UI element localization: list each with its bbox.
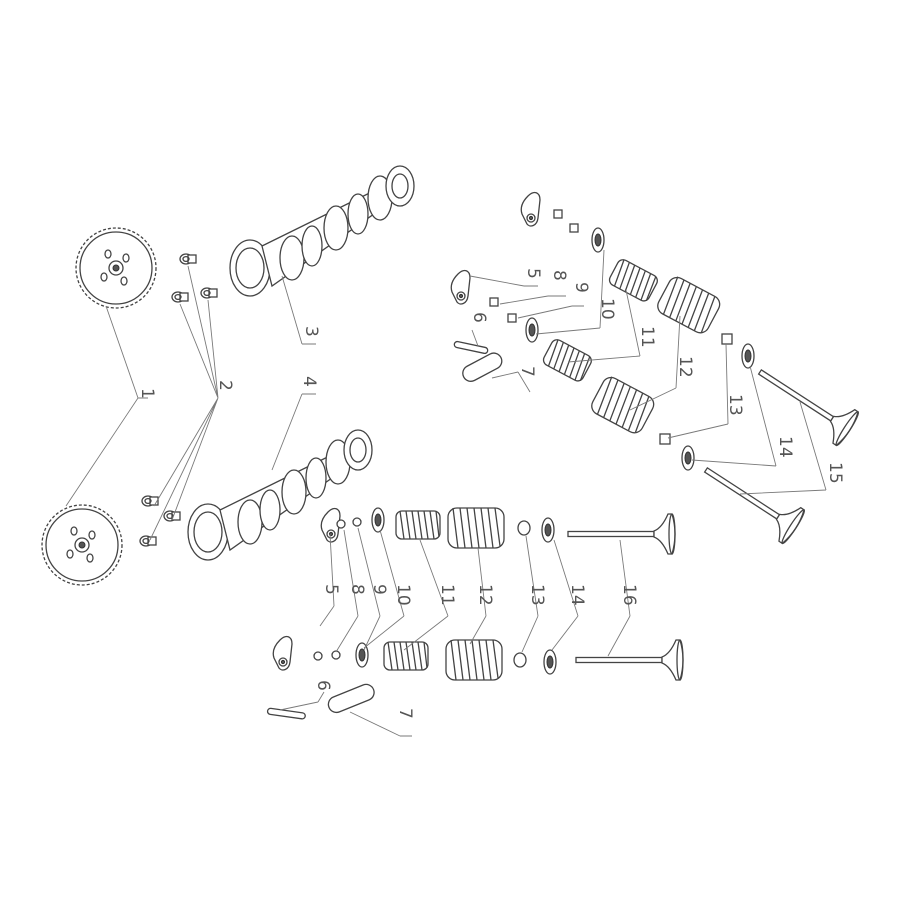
callout-label: 10 <box>597 298 617 320</box>
spring-retainer <box>525 317 539 343</box>
callout-label: 9 <box>369 584 389 595</box>
callout-label: 3 <box>301 326 321 337</box>
sprocket-bolt <box>179 253 197 265</box>
callout-label: 12 <box>675 356 695 378</box>
spring-seat <box>541 517 555 543</box>
callout-label: 4 <box>299 376 319 387</box>
callout-label: 6 <box>313 680 333 691</box>
callout-label: 16 <box>619 584 639 606</box>
sprocket-bolt <box>200 287 218 299</box>
spring-retainer <box>371 507 385 533</box>
spring-seat <box>543 649 557 675</box>
leader-lines <box>65 249 827 737</box>
callout-label: 11 <box>637 326 657 348</box>
shim <box>507 313 517 323</box>
callout-label: 15 <box>825 462 845 484</box>
rocker-arm <box>520 191 541 227</box>
outer-valve-spring <box>653 273 724 337</box>
exhaust-valve <box>575 639 684 681</box>
spring-retainer <box>591 227 605 253</box>
intake-valve <box>748 354 862 448</box>
inner-valve-spring <box>606 256 661 304</box>
valve-seal <box>517 520 531 536</box>
sprocket-bolt <box>171 291 189 303</box>
callout-label: 7 <box>395 708 415 719</box>
shim <box>489 297 499 307</box>
callout-label: 8 <box>347 584 367 595</box>
shim <box>313 651 323 661</box>
valve-seal <box>659 433 671 445</box>
outer-valve-spring <box>445 639 503 681</box>
intake-camshaft <box>229 165 415 297</box>
callout-label: 12 <box>475 584 495 606</box>
shim <box>331 650 341 660</box>
callout-label: 10 <box>393 584 413 606</box>
callout-label: 1 <box>137 388 157 399</box>
shim <box>352 517 362 527</box>
rocker-arm <box>450 269 471 305</box>
outer-valve-spring <box>447 507 505 549</box>
inner-valve-spring <box>395 510 441 540</box>
hydraulic-tappet <box>462 352 503 382</box>
callout-label: 7 <box>517 366 537 377</box>
callout-label: 6 <box>469 312 489 323</box>
callout-label: 2 <box>215 380 235 391</box>
inner-valve-spring <box>383 641 429 671</box>
outer-valve-spring <box>587 373 658 437</box>
callout-labels: 1 2 3 4 5 6 7 8 9 10 11 12 13 14 15 5 6 … <box>137 268 845 719</box>
hydraulic-tappet <box>327 683 375 714</box>
rocker-arm <box>272 635 293 671</box>
rocker-shaft <box>453 340 489 355</box>
callout-label: 9 <box>571 282 591 293</box>
spring-seat <box>681 445 695 471</box>
spring-seat <box>741 343 755 369</box>
valve-seal <box>513 652 527 668</box>
rocker-shaft <box>266 707 306 720</box>
callout-label: 13 <box>725 394 745 416</box>
callout-label: 5 <box>321 584 341 595</box>
sprocket-bolt <box>141 495 159 507</box>
callout-label: 14 <box>775 436 795 458</box>
callout-label: 13 <box>527 584 547 606</box>
shim <box>336 519 346 529</box>
callout-label: 8 <box>549 270 569 281</box>
intake-valve <box>694 452 808 546</box>
valve-seal <box>721 333 733 345</box>
callout-label: 11 <box>437 584 457 606</box>
cam-sprocket-upper <box>75 227 157 309</box>
sprocket-bolt <box>139 535 157 547</box>
shim <box>569 223 579 233</box>
callout-label: 14 <box>567 584 587 606</box>
shim <box>553 209 563 219</box>
cam-sprocket-lower <box>41 504 123 586</box>
callout-label: 5 <box>523 268 543 279</box>
